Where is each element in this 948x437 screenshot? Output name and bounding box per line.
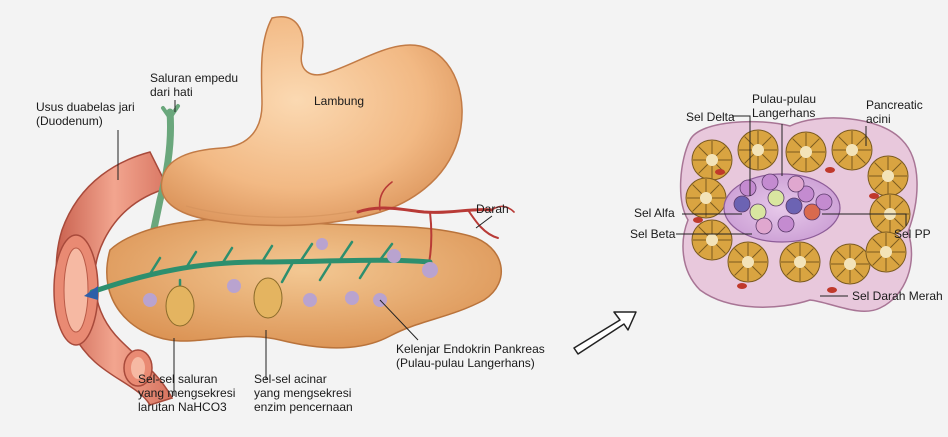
islet-cell: [786, 198, 802, 214]
islet-cell: [778, 216, 794, 232]
islet-cell: [816, 194, 832, 210]
label-red-blood-cell: Sel Darah Merah: [852, 289, 943, 303]
islet-cell: [740, 180, 756, 196]
islet-cell: [734, 196, 750, 212]
label-beta-cell: Sel Beta: [630, 227, 675, 241]
label-bile-duct: Saluran empedu dari hati: [150, 71, 238, 99]
label-pancreatic-acini: Pancreatic acini: [866, 98, 923, 126]
label-delta-cell: Sel Delta: [686, 110, 735, 124]
islet-section: [681, 118, 917, 311]
label-alpha-cell: Sel Alfa: [634, 206, 675, 220]
red-blood-cell: [825, 167, 835, 173]
islet-cell: [768, 190, 784, 206]
acinus: [692, 140, 732, 180]
pancreas-shape: [107, 218, 501, 348]
label-endocrine-gland: Kelenjar Endokrin Pankreas (Pulau-pulau …: [396, 342, 545, 370]
acinus: [692, 220, 732, 260]
acinus: [728, 242, 768, 282]
acinus: [738, 130, 778, 170]
acinus: [830, 244, 870, 284]
stomach-shape: [161, 17, 462, 226]
label-pp-cell: Sel PP: [894, 227, 931, 241]
islet-cell: [788, 176, 804, 192]
red-blood-cell: [693, 217, 703, 223]
red-blood-cell: [827, 287, 837, 293]
red-blood-cell: [869, 193, 879, 199]
zoom-arrow: [574, 312, 636, 354]
islet-cell: [762, 174, 778, 190]
label-blood: Darah: [476, 202, 509, 216]
acinus: [786, 132, 826, 172]
acinus: [868, 156, 908, 196]
islet-cell: [750, 204, 766, 220]
label-duodenum: Usus duabelas jari (Duodenum): [36, 100, 135, 128]
red-blood-cell: [737, 283, 747, 289]
acinus: [780, 242, 820, 282]
red-blood-cell: [715, 169, 725, 175]
islet-cell: [756, 218, 772, 234]
label-islets: Pulau-pulau Langerhans: [752, 92, 816, 120]
label-duct-cells: Sel-sel saluran yang mengsekresi larutan…: [138, 372, 235, 414]
acinus: [686, 178, 726, 218]
label-stomach: Lambung: [314, 94, 364, 108]
label-acinar-cells: Sel-sel acinar yang mengsekresi enzim pe…: [254, 372, 353, 414]
